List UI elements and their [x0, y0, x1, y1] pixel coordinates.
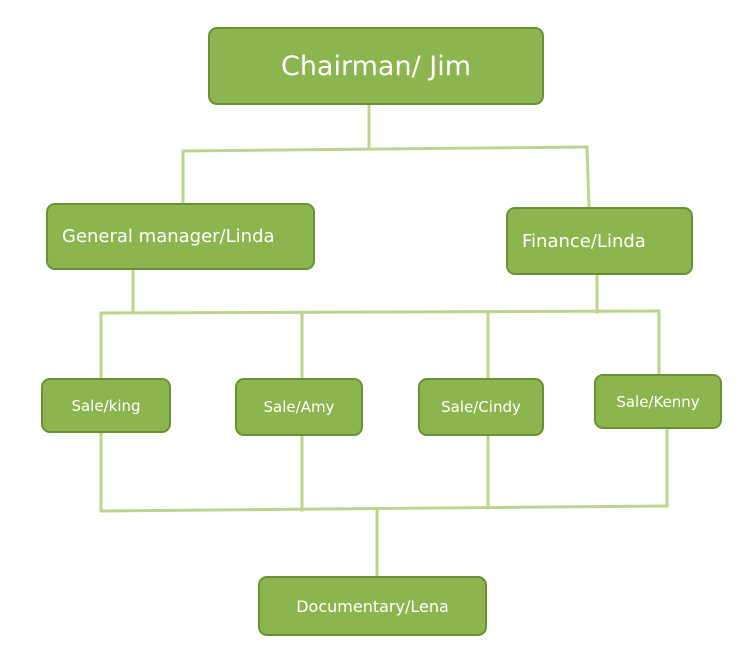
connector-sales-top-bus — [99, 309, 661, 315]
connector-level2-bus — [181, 145, 589, 153]
node-sale-kenny: Sale/Kenny — [594, 374, 722, 429]
node-sale-kenny-label: Sale/Kenny — [616, 392, 700, 411]
node-documentary: Documentary/Lena — [258, 576, 487, 636]
node-finance-label: Finance/Linda — [522, 230, 646, 252]
node-general-manager: General manager/Linda — [46, 203, 315, 270]
node-chairman: Chairman/ Jim — [208, 27, 544, 105]
node-sale-cindy: Sale/Cindy — [418, 378, 544, 436]
node-sale-king-label: Sale/king — [71, 396, 141, 415]
node-sale-amy-label: Sale/Amy — [263, 398, 335, 416]
node-documentary-label: Documentary/Lena — [296, 596, 449, 616]
node-sale-cindy-label: Sale/Cindy — [441, 398, 521, 416]
node-chairman-label: Chairman/ Jim — [280, 50, 472, 82]
connector-to-finance — [585, 145, 591, 209]
node-finance: Finance/Linda — [506, 207, 693, 275]
connector-sales-bottom-bus — [99, 504, 669, 513]
node-sale-amy: Sale/Amy — [235, 378, 363, 436]
node-sale-king: Sale/king — [41, 378, 171, 433]
node-general-manager-label: General manager/Linda — [62, 226, 275, 247]
